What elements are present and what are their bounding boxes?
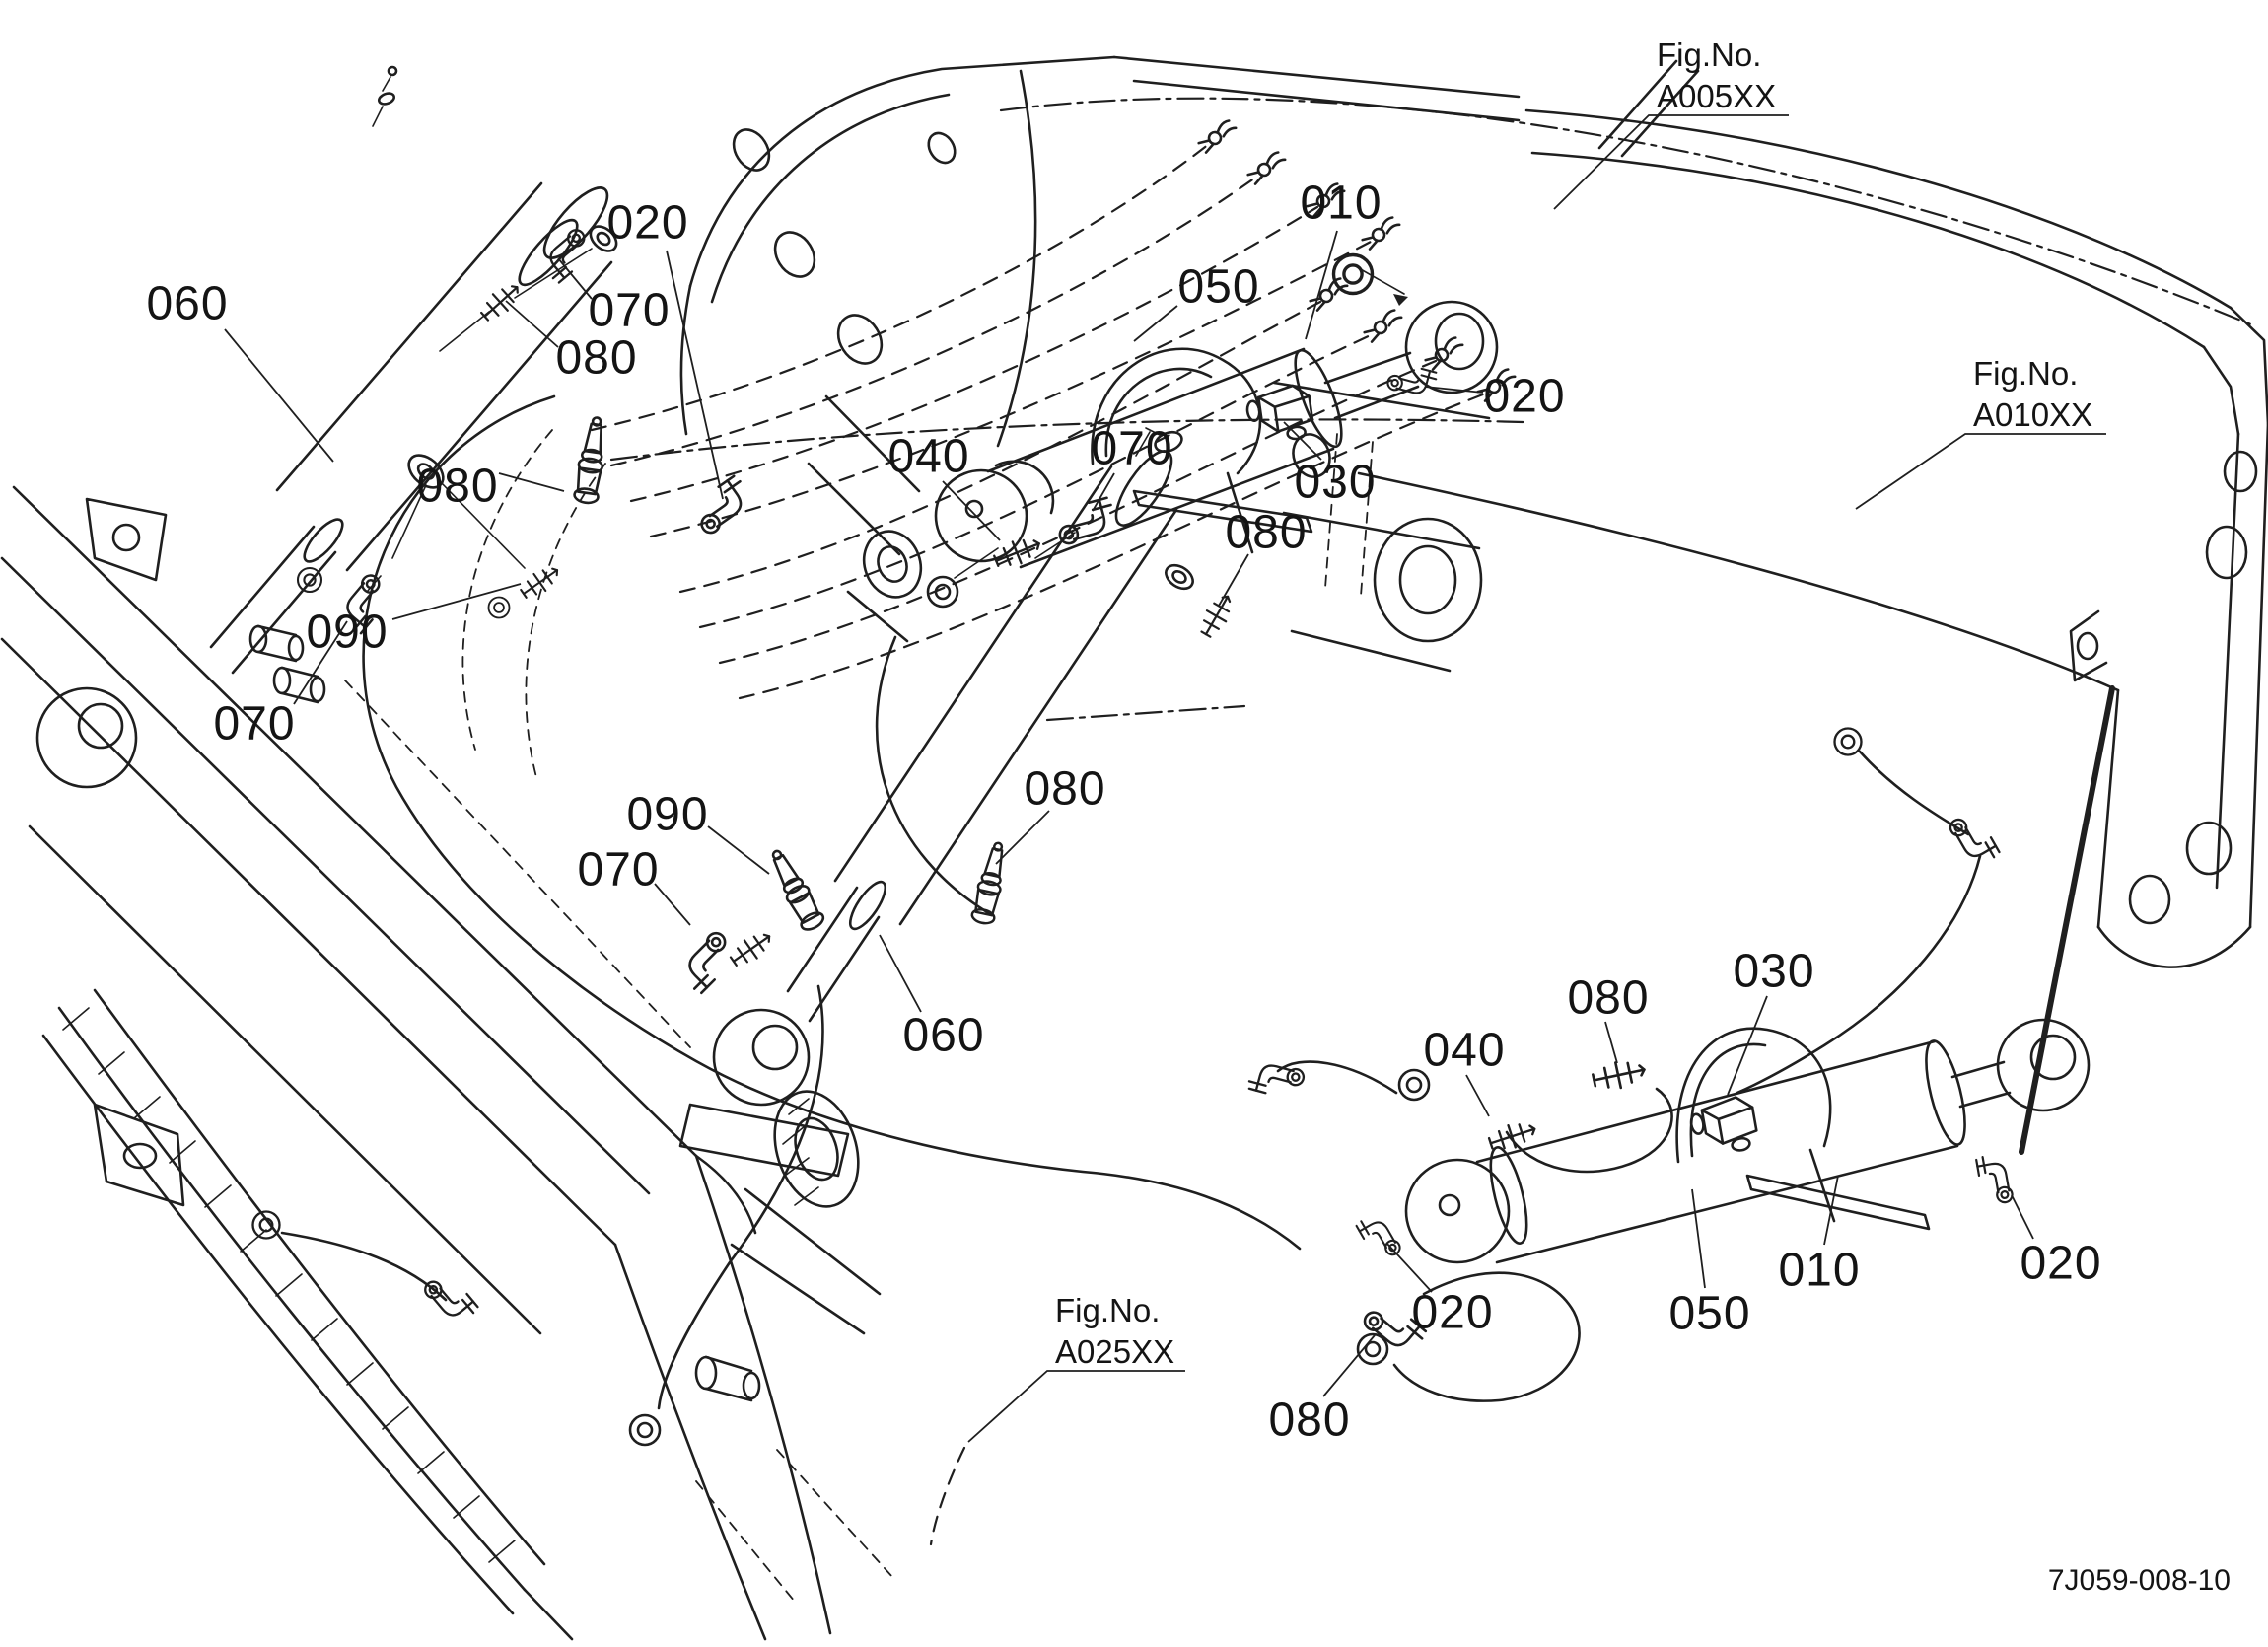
bucket-outline [0, 429, 894, 1641]
figref-label-A005XX: Fig.No. [1657, 36, 1761, 73]
part-callout-020: 020 [606, 197, 688, 250]
boom-centerline [999, 97, 2255, 327]
callout-leader-050-5 [1133, 305, 1178, 342]
part-callout-060: 060 [902, 1010, 984, 1062]
part-callout-050: 050 [1668, 1288, 1750, 1340]
callout-leader-050-22 [1691, 1188, 1706, 1289]
part-callout-080: 080 [1268, 1395, 1350, 1447]
callout-leader-060-3 [224, 328, 334, 463]
callout-leader-080-17 [995, 810, 1050, 865]
figref-label-A025XX: Fig.No. [1055, 1292, 1160, 1328]
callout-leader-070-12 [293, 620, 348, 705]
callout-leader-030-20 [1727, 995, 1768, 1096]
part-callout-030: 030 [1294, 457, 1376, 509]
part-callout-080: 080 [1024, 763, 1105, 816]
figref-label-A010XX: Fig.No. [1973, 355, 2078, 392]
callout-leader-080-25 [1322, 1334, 1376, 1397]
part-callout-070: 070 [213, 698, 295, 751]
figure-references: Fig.No. A005XX Fig.No. A010XX Fig.No. A025XX [967, 36, 2106, 1443]
callout-leader-030-7 [1283, 421, 1322, 461]
callout-leader-070-10 [1092, 472, 1115, 512]
part-callout-080: 080 [1225, 507, 1307, 559]
figref-leader-A010XX [1855, 433, 2106, 510]
part-callout-080: 080 [1567, 972, 1649, 1025]
callout-leader-040-18 [1465, 1074, 1490, 1117]
callout-leader-090-11 [391, 583, 522, 620]
callout-leader-080-8 [1218, 553, 1249, 607]
callout-leader-020-6 [1424, 386, 1484, 394]
part-callout-070: 070 [577, 844, 659, 896]
part-callout-020: 020 [1411, 1287, 1493, 1339]
part-callout-010: 010 [1300, 178, 1382, 230]
callout-leader-080-2 [505, 300, 559, 348]
part-callout-060: 060 [146, 278, 228, 330]
callout-leader-010-23 [1823, 1175, 1839, 1246]
short-centerline [1045, 704, 1246, 722]
figref-leader-A025XX [967, 1370, 1185, 1443]
callout-leader-080-13 [498, 472, 565, 492]
loader-cylinder-top [934, 252, 1499, 579]
callout-leader-010-4 [1305, 230, 1338, 340]
cylinder-centerline [609, 418, 1525, 462]
part-callout-070: 070 [588, 285, 670, 337]
callout-leader-020-24 [2011, 1194, 2034, 1240]
figref-leader-A005XX [1553, 114, 1789, 210]
figref-code-A005XX: A005XX [1657, 78, 1776, 114]
pointer-line-bold [2019, 685, 2115, 1155]
drawing-number: 7J059-008-10 [2048, 1564, 2231, 1597]
callout-leader-070-15 [654, 883, 691, 926]
part-callout-020: 020 [2020, 1238, 2101, 1290]
lift-cylinder-lower [678, 427, 1194, 1178]
figref-code-A025XX: A025XX [1055, 1333, 1174, 1370]
part-callout-010: 010 [1778, 1245, 1860, 1297]
callout-leader-070-1 [557, 257, 593, 300]
part-callout-070: 070 [1091, 423, 1172, 475]
part-callout-040: 040 [1423, 1025, 1505, 1077]
boom-arm-right [1357, 108, 2268, 1155]
part-callout-040: 040 [887, 431, 969, 483]
fittings [251, 225, 2015, 1447]
part-callout-080: 080 [555, 332, 637, 385]
hoses-curved [280, 394, 1982, 1546]
lift-cylinder-upper [35, 65, 618, 789]
part-callout-090: 090 [306, 607, 388, 659]
loader-cylinder-bottom [1276, 1018, 2091, 1402]
part-callout-080: 080 [416, 461, 498, 513]
callout-leader-020-21 [1385, 1242, 1433, 1293]
part-callout-090: 090 [626, 789, 708, 841]
hose-bundle-dashed [590, 117, 1518, 700]
part-callout-030: 030 [1733, 946, 1814, 998]
callout-leader-040-9 [942, 480, 1001, 541]
callout-leader-060-16 [879, 934, 922, 1013]
callout-leader-020-0 [666, 250, 724, 500]
callout-leader-080-19 [1604, 1021, 1618, 1064]
callout-leader-090-14 [707, 825, 770, 875]
part-callout-020: 020 [1483, 371, 1565, 423]
figref-code-A010XX: A010XX [1973, 396, 2092, 433]
part-callout-050: 050 [1177, 261, 1259, 314]
